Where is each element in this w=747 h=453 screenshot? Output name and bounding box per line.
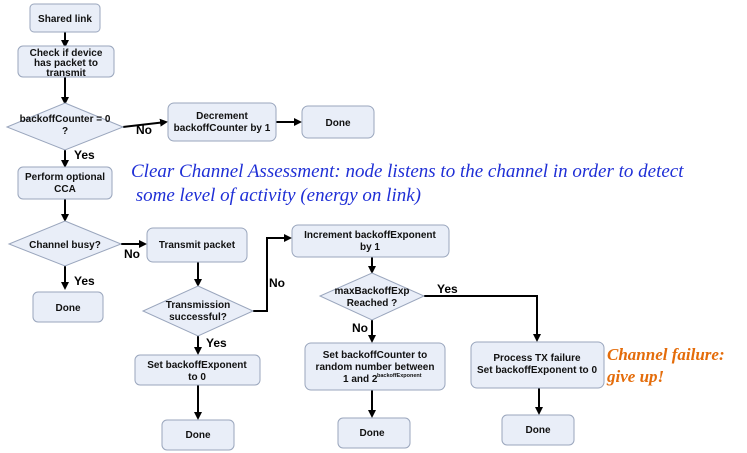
decision-channel-busy: Channel busy? — [7, 220, 123, 267]
node-set-exp-zero: Set backoffExponent to 0 — [134, 354, 261, 386]
cca-annotation: Clear Channel Assessment: node listens t… — [131, 160, 731, 208]
decision-backoff-zero: backoffCounter = 0 ? — [5, 102, 125, 151]
edge-label-no-max: No — [352, 321, 368, 335]
cca-annotation-line-2: some level of activity (energy on link) — [131, 185, 421, 206]
backoff-zero-line-2: ? — [62, 126, 68, 137]
decision-tx-success: Transmission successful? — [141, 285, 255, 337]
node-done-top: Done — [301, 105, 375, 139]
max-backoff-line-2: Reached ? — [347, 298, 398, 309]
check-device-line-1: Check if device — [30, 48, 103, 59]
edge-label-no-success: No — [269, 276, 285, 290]
tx-failure-line-1: Process TX failure — [493, 353, 581, 364]
node-shared-link: Shared link — [29, 3, 101, 33]
channel-busy-label: Channel busy? — [29, 240, 101, 251]
perform-cca-line-1: Perform optional — [25, 172, 105, 183]
node-done-bottom-3: Done — [501, 414, 575, 446]
edge-label-yes-success: Yes — [206, 336, 227, 350]
edge-label-yes-max: Yes — [437, 282, 458, 296]
channel-failure-annotation: Channel failure: give up! — [607, 344, 747, 388]
channel-failure-line-2: give up! — [607, 367, 665, 386]
tx-success-line-2: successful? — [169, 312, 227, 323]
decrement-line-1: Decrement — [196, 111, 248, 122]
backoff-zero-line-1: backoffCounter = 0 — [20, 114, 111, 125]
channel-failure-line-1: Channel failure: — [607, 345, 725, 364]
set-counter-superscript: backoffExponent — [377, 373, 422, 379]
max-backoff-line-1: maxBackoffExp — [334, 286, 409, 297]
increment-line-1: Increment backoffExponent — [304, 230, 436, 241]
node-set-counter: Set backoffCounter to random number betw… — [304, 342, 446, 391]
check-device-line-2: has packet to — [34, 58, 98, 69]
increment-line-2: by 1 — [360, 242, 380, 253]
edge-label-yes-backoff: Yes — [74, 148, 95, 162]
node-done-bottom-2: Done — [337, 417, 411, 449]
tx-failure-line-2: Set backoffExponent to 0 — [477, 365, 597, 376]
transmit-label: Transmit packet — [159, 240, 236, 251]
node-transmit: Transmit packet — [146, 227, 248, 263]
done-left-label: Done — [56, 303, 81, 314]
cca-annotation-line-1: Clear Channel Assessment: node listens t… — [131, 161, 684, 182]
edge-label-no-busy: No — [124, 247, 140, 261]
set-counter-line-3: 1 and 2 — [343, 374, 378, 385]
connectors — [61, 32, 543, 420]
node-tx-failure: Process TX failure Set backoffExponent t… — [470, 341, 605, 389]
shared-link-label: Shared link — [38, 14, 92, 25]
check-device-line-3: transmit — [46, 68, 86, 79]
set-exp-zero-line-1: Set backoffExponent — [147, 360, 247, 371]
node-check-device: Check if device has packet to transmit — [17, 45, 115, 79]
decision-max-backoff: maxBackoffExp Reached ? — [318, 272, 426, 321]
tx-success-line-1: Transmission — [166, 300, 230, 311]
set-counter-line-1: Set backoffCounter to — [323, 350, 427, 361]
node-increment: Increment backoffExponent by 1 — [291, 224, 450, 258]
done-bottom-2-label: Done — [360, 428, 385, 439]
node-done-bottom-1: Done — [161, 419, 235, 451]
edge-label-yes-busy: Yes — [74, 274, 95, 288]
done-bottom-3-label: Done — [526, 425, 551, 436]
decrement-line-2: backoffCounter by 1 — [174, 123, 271, 134]
node-perform-cca: Perform optional CCA — [17, 166, 113, 200]
done-top-label: Done — [326, 118, 351, 129]
set-exp-zero-line-2: to 0 — [188, 372, 206, 383]
node-decrement: Decrement backoffCounter by 1 — [167, 102, 277, 142]
set-counter-line-2: random number between — [316, 362, 435, 373]
done-bottom-1-label: Done — [186, 430, 211, 441]
perform-cca-line-2: CCA — [54, 184, 76, 195]
node-done-left: Done — [32, 291, 104, 323]
edge-label-no-backoff: No — [136, 123, 152, 137]
